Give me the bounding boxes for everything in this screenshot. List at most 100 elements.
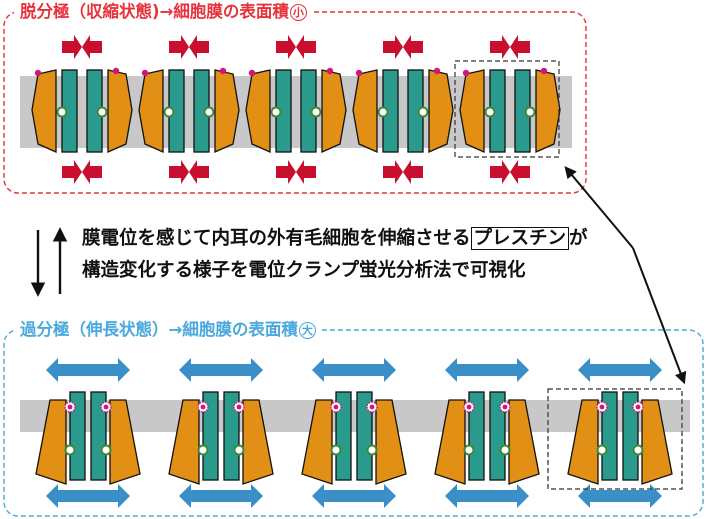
green-marker (233, 444, 245, 456)
compress-arrow-icon (403, 35, 423, 59)
magenta-marker-core (67, 404, 73, 410)
magenta-marker (326, 67, 334, 75)
expand-arrow-icon (312, 358, 396, 382)
core-domain (90, 391, 107, 481)
magenta-marker-core (103, 404, 109, 410)
green-marker (310, 106, 322, 118)
gate-domain (508, 399, 540, 485)
compress-arrow-icon (510, 160, 530, 184)
highlight-box-bottom (547, 388, 683, 490)
compress-arrow-icon (490, 160, 510, 184)
magenta-marker (219, 67, 227, 75)
green-marker (56, 106, 68, 118)
core-domain (335, 391, 352, 481)
compress-arrow-icon (383, 160, 403, 184)
prestin-unit-contracted (245, 67, 347, 154)
green-marker (632, 444, 644, 456)
compress-arrow-icon (276, 160, 296, 184)
green-marker (499, 444, 511, 456)
compress-arrow-icon (169, 35, 189, 59)
prestin-unit-contracted (31, 67, 133, 154)
magenta-marker (141, 69, 149, 77)
prestin-unit-elongated (301, 391, 407, 485)
gate-domain (214, 69, 240, 154)
compress-arrow-icon (82, 35, 102, 59)
green-marker (330, 444, 342, 456)
compress-arrow-icon (510, 35, 530, 59)
gate-domain (242, 399, 274, 485)
prestin-unit-contracted (138, 67, 240, 154)
gate-domain (109, 399, 141, 485)
magenta-marker (34, 69, 42, 77)
expand-arrow-icon (46, 358, 130, 382)
elongated-panel-frame (3, 329, 704, 517)
expand-arrow-icon (445, 358, 529, 382)
magenta-marker (355, 69, 363, 77)
core-domain (356, 391, 373, 481)
compress-arrow-icon (383, 35, 403, 59)
compress-arrow-icon (62, 160, 82, 184)
expand-arrow-icon (179, 358, 263, 382)
compress-arrow-icon (62, 35, 82, 59)
expand-arrow-icon (578, 358, 662, 382)
green-marker (524, 106, 536, 118)
green-marker (377, 106, 389, 118)
compression-arrows (62, 35, 530, 184)
gate-domain (321, 69, 347, 154)
compress-arrow-icon (169, 160, 189, 184)
core-domain (69, 391, 86, 481)
compress-arrow-icon (296, 160, 316, 184)
magenta-marker-core (369, 404, 375, 410)
gate-domain (428, 69, 454, 154)
expansion-arrows (46, 358, 662, 508)
green-marker (270, 106, 282, 118)
green-marker (64, 444, 76, 456)
core-domain (601, 391, 618, 481)
connector-arrow-to-top (564, 166, 634, 249)
compress-arrow-icon (403, 160, 423, 184)
core-domain (223, 391, 240, 481)
gate-domain (434, 399, 466, 485)
prestin-unit-contracted (459, 67, 561, 154)
green-marker (96, 106, 108, 118)
core-domain (622, 391, 639, 481)
magenta-marker-core (635, 404, 641, 410)
green-marker (203, 106, 215, 118)
prestin-unit-elongated (168, 391, 274, 485)
green-marker (197, 444, 209, 456)
gate-domain (535, 69, 561, 154)
green-marker (484, 106, 496, 118)
contracted-prestin-units (31, 67, 561, 154)
green-marker (596, 444, 608, 456)
prestin-unit-elongated (35, 391, 141, 485)
prestin-unit-elongated (434, 391, 540, 485)
magenta-marker-core (333, 404, 339, 410)
core-domain (489, 391, 506, 481)
compress-arrow-icon (189, 35, 209, 59)
green-marker (100, 444, 112, 456)
magenta-marker (462, 69, 470, 77)
green-marker (163, 106, 175, 118)
highlight-box-top (454, 60, 560, 158)
expand-arrow-icon (179, 484, 263, 508)
magenta-marker (433, 67, 441, 75)
gate-domain (35, 399, 67, 485)
compress-arrow-icon (189, 160, 209, 184)
prestin-unit-elongated (567, 391, 673, 485)
magenta-marker-core (466, 404, 472, 410)
green-marker (417, 106, 429, 118)
magenta-marker-core (502, 404, 508, 410)
magenta-marker (540, 67, 548, 75)
gate-domain (375, 399, 407, 485)
prestin-unit-contracted (352, 67, 454, 154)
expand-arrow-icon (445, 484, 529, 508)
gate-domain (107, 69, 133, 154)
magenta-marker-core (200, 404, 206, 410)
expand-arrow-icon (312, 484, 396, 508)
expand-arrow-icon (578, 484, 662, 508)
compress-arrow-icon (276, 35, 296, 59)
green-marker (463, 444, 475, 456)
magenta-marker-core (599, 404, 605, 410)
elongated-prestin-units (35, 391, 673, 485)
